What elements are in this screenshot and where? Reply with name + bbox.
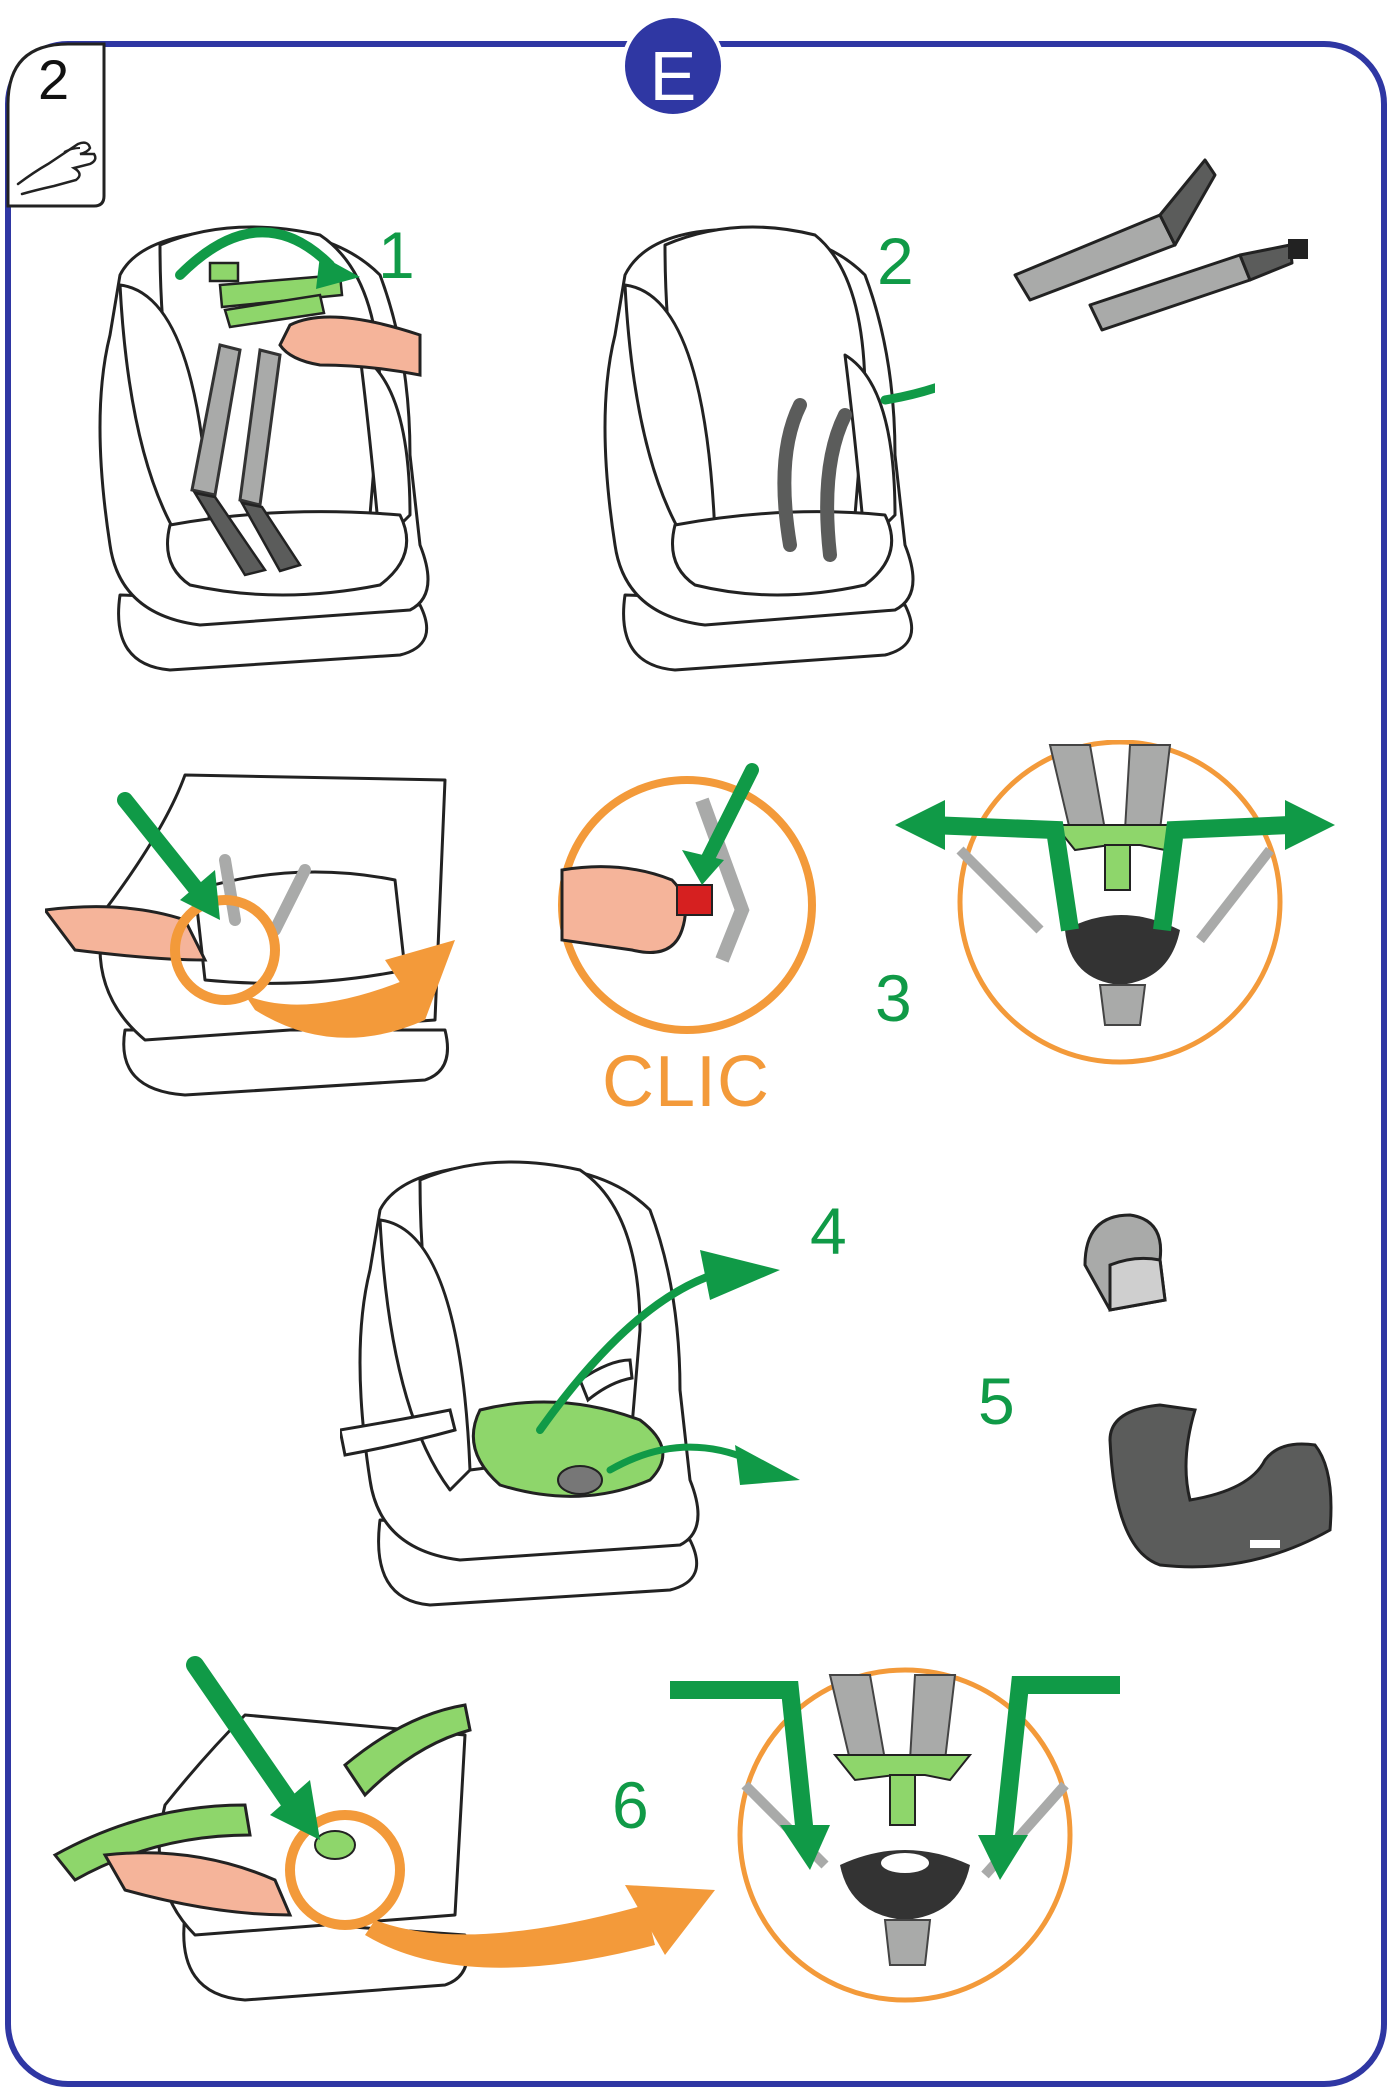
page-number: 2 xyxy=(38,48,70,111)
step4-5-seat-illustration xyxy=(340,1160,800,1607)
step-number-2: 2 xyxy=(877,224,914,298)
hand-icon xyxy=(16,141,97,196)
step6-harness-fasten-illustration xyxy=(670,1667,1120,2003)
section-badge-letter: E xyxy=(649,37,697,115)
step-number-6: 6 xyxy=(612,1768,649,1842)
removed-body-insert xyxy=(1108,1403,1333,1569)
step-number-1: 1 xyxy=(378,218,415,292)
removed-head-pad xyxy=(1083,1213,1167,1312)
removed-strap-pads xyxy=(1013,158,1308,332)
step-number-3: 3 xyxy=(875,961,912,1035)
clic-label: CLIC xyxy=(602,1042,771,1122)
step6-seat-illustration xyxy=(52,1656,715,2002)
step-number-5: 5 xyxy=(978,1364,1015,1438)
step1-seat-illustration xyxy=(98,225,430,672)
step3-buckle-press-illustration xyxy=(45,773,455,1097)
step-number-4: 4 xyxy=(810,1194,847,1268)
clic-zoom-circle xyxy=(558,763,816,1034)
step3-harness-release-illustration xyxy=(895,740,1335,1065)
step2-seat-illustration xyxy=(603,225,935,672)
